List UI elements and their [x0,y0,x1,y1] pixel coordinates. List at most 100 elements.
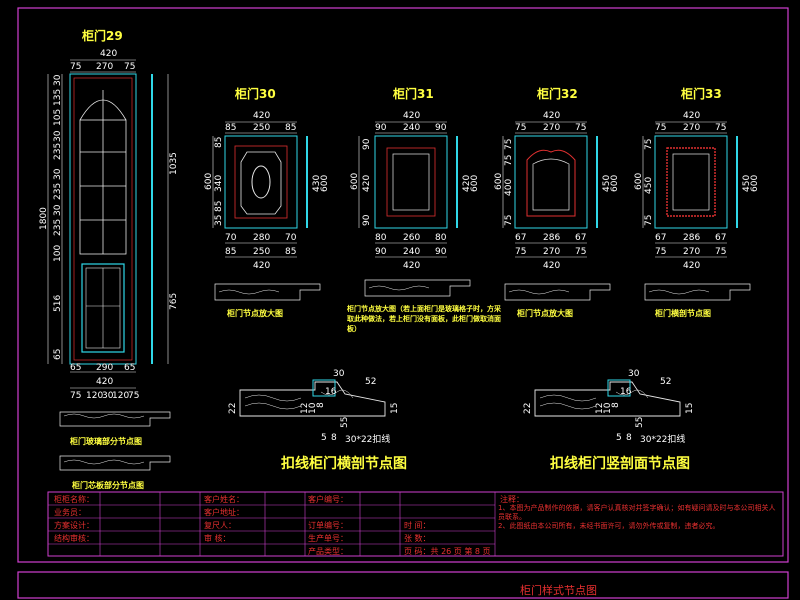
title-block-frame [47,491,784,557]
tb-cell: 方案设计： [54,520,94,530]
door31-left-dim: 420 [362,175,372,192]
door33-bottom-part: 75 [655,247,666,257]
note-line: 2、此图纸由本公司所有，未经书面许可，请勿外传或复制，违者必究。 [498,522,720,530]
door29-left-dim: 30 [53,74,63,86]
door33-left-dim: 75 [644,215,654,226]
door33-title: 柜门33 [680,86,722,101]
tb-cell: 柜柜名称： [54,494,94,504]
section-horizontal-grain [244,389,354,410]
door32-top-total: 420 [543,111,560,121]
door29-bottom-small: 30 [102,391,114,401]
section-h-top-dim: 16 [325,387,337,397]
door29-bottom-small: 75 [70,391,81,401]
door30-top-part: 85 [285,123,296,133]
tb-cell: 结构审核： [54,533,94,543]
section-vertical-profile [534,381,681,417]
door29-left-dim: 235 [53,219,63,236]
section-v-left-dim: 22 [523,403,533,414]
door29-left-dim: 235 [53,143,63,160]
door33-top-total: 420 [683,111,700,121]
section-horizontal-title: 扣线柜门横剖节点图 [281,455,407,472]
door29-inner [73,77,133,361]
door33-frame [654,135,728,229]
door30-right-dim: 600 [320,175,330,192]
section-v-callout: 30*22扣线 [640,433,685,445]
door32-left-dim: 75 [504,139,514,150]
door31-left-dim: 90 [362,214,372,226]
door29-bottom-total: 420 [96,377,113,387]
door31-bottom-part: 90 [375,247,387,257]
tb-cell: 时 间： [404,520,431,530]
door30-left-dim: 85 [214,201,224,212]
door29-bottom-part: 65 [70,363,81,373]
door29-bottom-part: 65 [124,363,135,373]
door32-right-dim: 600 [610,175,620,192]
door30-carving [251,165,271,199]
door33-mid-part: 286 [683,233,700,243]
door32-group: 柜门32 420 75 270 75 600 75 75 400 75 450 … [494,86,620,318]
door31-mid-part: 260 [403,233,420,243]
door30-raised-panel [240,151,282,215]
section-h-left-dim: 22 [228,403,238,414]
door31-top-part: 90 [375,123,387,133]
door29-left-dim: 100 [53,245,63,262]
section-vertical-title: 扣线柜门竖剖面节点图 [550,455,690,472]
drawing-border [17,7,789,563]
section-h-side-dim: 8 [316,402,326,408]
section-v-side-dim: 55 [635,417,645,428]
section-h-side-dim: 55 [340,417,350,428]
door32-arched-panel [526,149,576,217]
section-h-bottom-dim: 5 [321,433,327,443]
door29-glass-detail-profile [59,411,171,427]
door29-left-dim: 135 [53,89,63,106]
door29-left-dim: 30 [53,168,63,180]
door30-group: 柜门30 420 85 250 85 600 85 340 85 35 430 … [204,86,330,318]
door33-left-dim: 450 [644,177,654,194]
door29-panel-detail-profile [59,455,171,471]
section-v-side-dim: 10 [603,402,613,414]
section-horizontal-moulding [312,379,336,397]
section-h-bottom-dim: 8 [331,433,337,443]
section-h-top-dim: 52 [365,377,376,387]
door29-lower-panel [81,263,125,353]
tb-cell: 业务员： [54,507,86,517]
door32-right-dim: 450 [602,175,612,192]
section-horizontal-profile [239,381,386,417]
door29-frame [69,73,137,365]
door31-mid-part: 80 [435,233,447,243]
door30-left-dim: 340 [214,175,224,192]
door33-detail-hatch [648,289,710,295]
section-horizontal-group: 30 52 16 22 12 10 8 55 15 5 8 30*22扣线 扣线… [228,369,407,472]
door32-detail-profile [504,283,611,301]
door33-left-dim: 75 [644,139,654,150]
door32-caption: 柜门节点放大图 [516,308,573,318]
door29-left-dim: 516 [53,295,63,312]
door29-title: 柜门29 [81,28,123,43]
door33-bottom-part: 270 [683,247,700,257]
door30-bottom-total: 420 [253,261,270,271]
door30-top-part: 85 [225,123,236,133]
door29-left-dim: 30 [53,130,63,142]
door33-bottom-total: 420 [683,261,700,271]
door31-caption: 柜门节点放大图（若上面柜门是玻璃格子时，方采取此种做法，若上柜门没有面板，此柜门… [347,305,501,333]
door31-caption-box: 柜门节点放大图（若上面柜门是玻璃格子时，方采取此种做法，若上柜门没有面板，此柜门… [347,305,501,333]
door33-panel-inner [672,153,710,211]
door32-left-dim: 75 [504,215,514,226]
door30-left-dim: 35 [214,215,224,226]
door29-top-total: 420 [100,49,117,59]
section-vertical-moulding [607,379,631,397]
door30-detail-hatch [218,289,280,295]
door30-bottom-part: 85 [225,247,236,257]
door30-left-total: 600 [204,173,214,190]
door29-bottom-small: 120 [86,391,103,401]
tb-cell: 客户地址： [204,507,244,517]
door29-right-dim: 1035 [169,152,179,175]
door33-caption: 柜门横剖节点图 [654,308,711,318]
door32-bottom-part: 75 [515,247,526,257]
door30-bottom-part: 250 [253,247,270,257]
door31-detail-profile [364,279,471,297]
door30-right-dim: 430 [312,175,322,192]
door31-left-total: 600 [350,173,360,190]
door29-left-total: 1800 [39,207,49,230]
section-v-bottom-dim: 8 [626,433,632,443]
